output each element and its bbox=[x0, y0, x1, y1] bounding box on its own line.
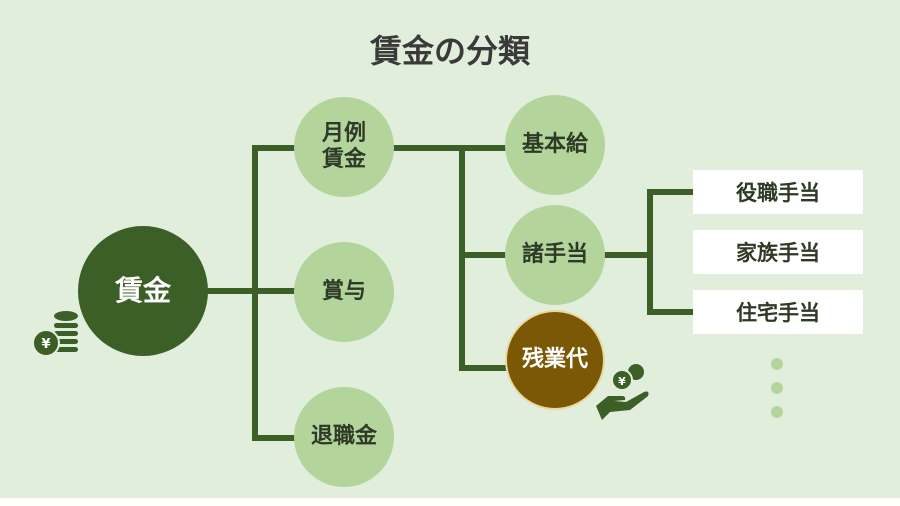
connector bbox=[647, 309, 695, 315]
connector bbox=[459, 252, 507, 258]
node-monthly-wage: 月例 賃金 bbox=[294, 97, 394, 197]
connector bbox=[390, 145, 507, 151]
node-bonus: 賞与 bbox=[294, 242, 394, 342]
connector bbox=[252, 435, 297, 441]
box-position-allowance: 役職手当 bbox=[693, 170, 863, 214]
ellipsis-dot bbox=[771, 382, 783, 394]
box-family-allowance: 家族手当 bbox=[693, 230, 863, 274]
node-allowances: 諸手当 bbox=[505, 205, 605, 305]
node-retirement: 退職金 bbox=[294, 387, 394, 487]
connector bbox=[647, 189, 653, 315]
connector bbox=[200, 288, 295, 294]
box-housing-allowance: 住宅手当 bbox=[693, 290, 863, 334]
connector bbox=[603, 252, 653, 258]
connector bbox=[459, 365, 507, 371]
hand-holding-yen-icon: ¥ bbox=[596, 364, 649, 420]
node-overtime: 残業代 bbox=[505, 310, 605, 410]
diagram-title: 賃金の分類 bbox=[369, 32, 530, 70]
connector bbox=[252, 145, 297, 151]
node-wage: 賃金 bbox=[78, 226, 208, 356]
svg-text:¥: ¥ bbox=[41, 337, 50, 352]
svg-text:¥: ¥ bbox=[618, 375, 626, 388]
ellipsis-dot bbox=[771, 406, 783, 418]
connector bbox=[647, 189, 695, 195]
ellipsis-dot bbox=[771, 358, 783, 370]
node-base-salary: 基本給 bbox=[505, 95, 605, 195]
yen-coins-icon: ¥ bbox=[32, 311, 78, 357]
connector bbox=[459, 145, 465, 371]
connector bbox=[252, 145, 258, 441]
